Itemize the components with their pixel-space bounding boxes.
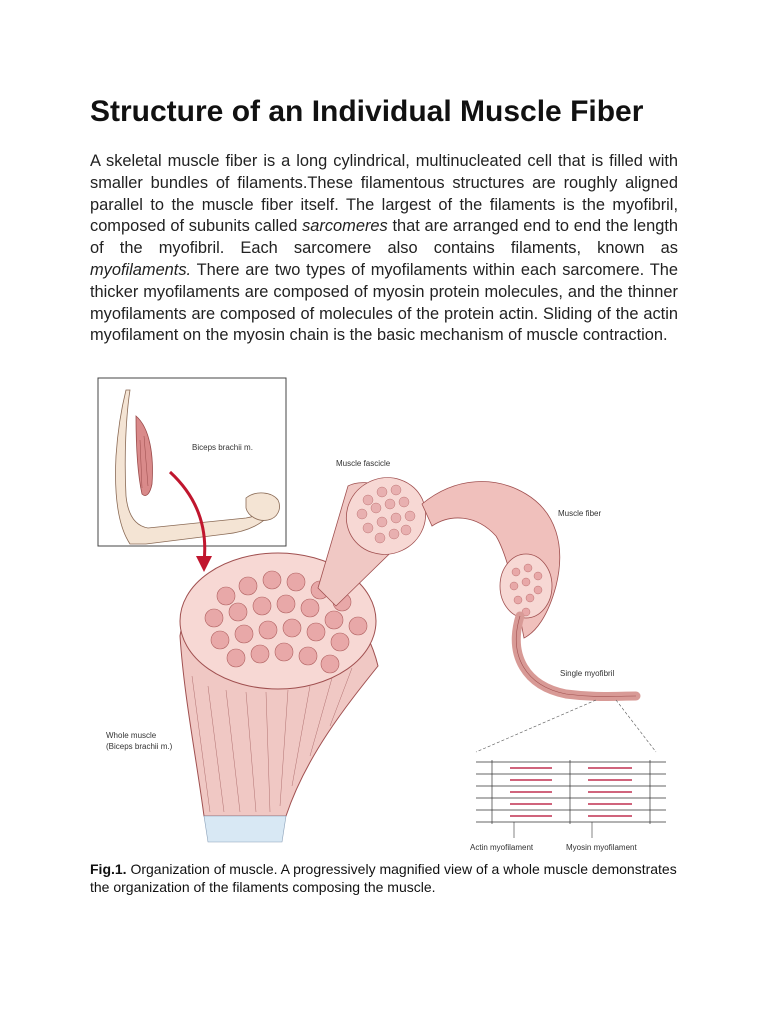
body-paragraph: A skeletal muscle fiber is a long cylind… bbox=[90, 151, 678, 347]
label-muscle-fiber: Muscle fiber bbox=[558, 509, 601, 518]
muscle-illustration: Biceps brachii m. Whole muscle (Biceps b… bbox=[97, 377, 666, 852]
caption-label: Fig.1. bbox=[90, 861, 127, 877]
magnify-arrow bbox=[168, 470, 207, 563]
label-actin: Actin myofilament bbox=[470, 843, 534, 852]
label-biceps: Biceps brachii m. bbox=[192, 443, 253, 452]
label-whole-muscle-name: (Biceps brachii m.) bbox=[106, 742, 173, 751]
paragraph-text-3: There are two types of myofilaments with… bbox=[90, 260, 678, 345]
zoom-line-left bbox=[475, 699, 597, 753]
paragraph-text-2: that are arranged end to end the length … bbox=[90, 217, 678, 258]
label-whole-muscle: Whole muscle bbox=[106, 731, 157, 740]
label-myosin: Myosin myofilament bbox=[566, 843, 637, 852]
muscle-organization-figure: Biceps brachii m. Whole muscle (Biceps b… bbox=[96, 376, 676, 856]
whole-muscle-drawing bbox=[179, 552, 379, 843]
term-myofilaments: myofilaments. bbox=[90, 260, 192, 279]
label-muscle-fascicle: Muscle fascicle bbox=[336, 459, 391, 468]
muscle-fiber-drawing bbox=[421, 481, 561, 639]
sarcomere-detail bbox=[476, 754, 666, 824]
arm-drawing bbox=[115, 389, 280, 545]
caption-text: Organization of muscle. A progressively … bbox=[90, 861, 677, 895]
zoom-line-right bbox=[615, 699, 657, 753]
magnify-arrow-head bbox=[196, 556, 212, 572]
term-sarcomeres: sarcomeres bbox=[302, 217, 388, 236]
figure-caption: Fig.1. Organization of muscle. A progres… bbox=[90, 860, 690, 896]
single-myofibril-outline bbox=[516, 615, 637, 697]
label-single-myofibril: Single myofibril bbox=[560, 669, 614, 678]
page-title: Structure of an Individual Muscle Fiber bbox=[90, 95, 644, 128]
muscle-fascicle-drawing bbox=[317, 477, 427, 607]
paragraph-text-1: A skeletal muscle fiber is a long cylind… bbox=[90, 152, 678, 236]
